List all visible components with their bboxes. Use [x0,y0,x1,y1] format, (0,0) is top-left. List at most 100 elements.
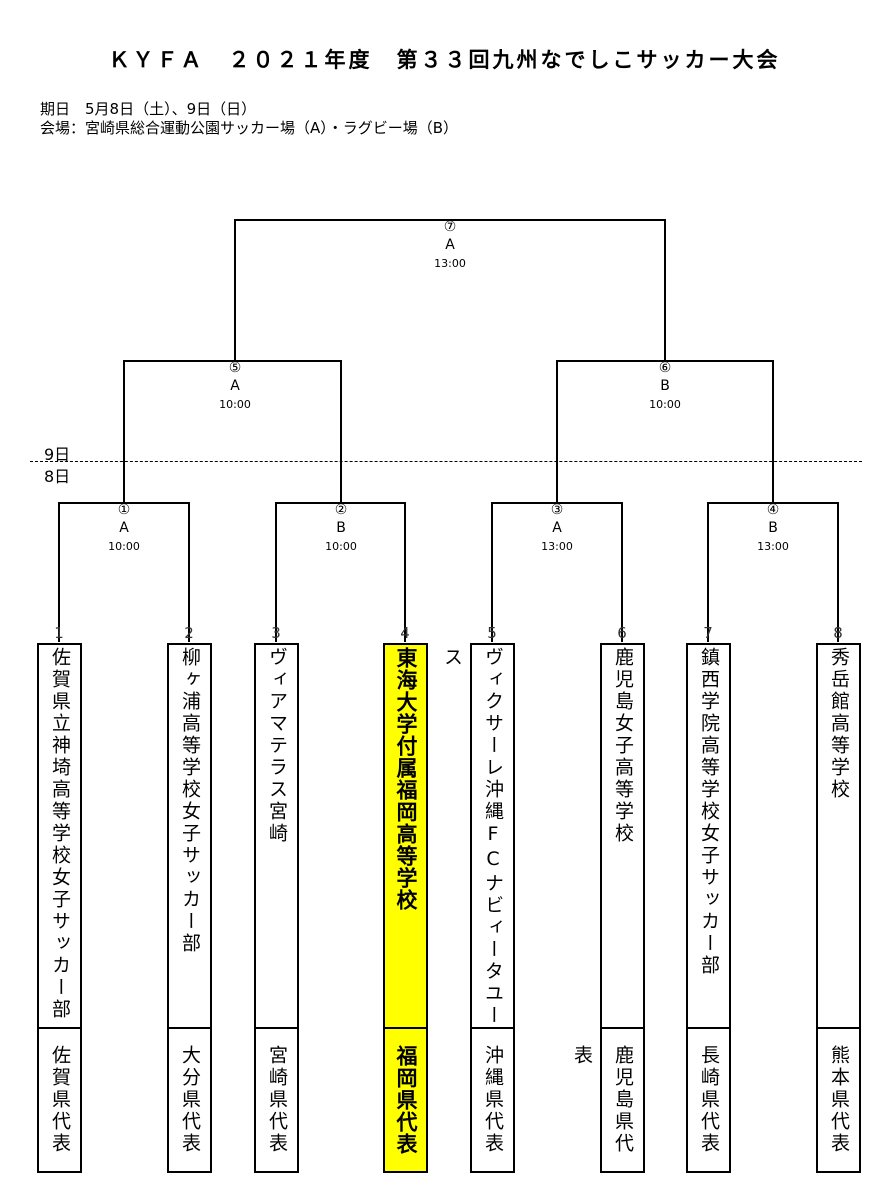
match-field: A [230,378,240,394]
match-field: A [552,520,562,536]
match-field: A [445,237,455,253]
team-prefecture-cell: 福岡県代表 [385,1029,426,1171]
bracket-line [58,502,190,504]
bracket-line [556,360,774,362]
team-prefecture-cell: 佐賀県代表 [39,1029,80,1171]
date-line: 期日 5月8日（土）、9日（日） [40,100,257,118]
team-seed: 3 [271,624,281,642]
match-number: ③ [550,502,564,518]
team-seed: 2 [184,624,194,642]
team-name: 秀岳館高等学校 [828,647,850,801]
match-time: 13:00 [541,540,573,553]
day-label-9: 9日 [44,445,71,464]
team-box: 鎮西学院高等学校女子サッカー部長崎県代表 [686,643,731,1173]
team-name-cell: 柳ヶ浦高等学校女子サッカー部 [169,645,210,1029]
team-prefecture: 佐賀県代表 [49,1045,71,1155]
team-prefecture: 大分県代表 [179,1045,201,1155]
bracket-line [188,502,190,642]
match-time: 13:00 [757,540,789,553]
bracket-line [404,502,406,642]
team-seed: 1 [54,624,64,642]
match-number: ① [117,502,131,518]
team-name-cell: 鹿児島女子高等学校 [602,645,643,1029]
bracket-line [664,219,666,360]
team-box: ヴィアマテラス宮崎宮崎県代表 [254,643,299,1173]
bracket-line [275,502,277,642]
team-seed: 6 [617,624,627,642]
match-number: ⑥ [658,360,672,376]
bracket-line [234,219,236,360]
match-number: ② [334,502,348,518]
match-label: ⑥ B 10:00 [625,361,705,410]
team-box: 柳ヶ浦高等学校女子サッカー部大分県代表 [167,643,212,1173]
team-box: ヴィクサーレ沖縄FCナビィータユース沖縄県代表 [441,643,515,1173]
bracket-line [621,502,623,642]
team-prefecture-cell: 大分県代表 [169,1029,210,1171]
team-seed: 8 [833,624,843,642]
bracket-line [340,360,342,502]
match-field: B [336,520,346,536]
bracket-line [837,502,839,642]
team-name-cell: ヴィアマテラス宮崎 [256,645,297,1029]
match-label: ② B 10:00 [301,503,381,552]
team-name-cell: 鎮西学院高等学校女子サッカー部 [688,645,729,1029]
team-seed: 4 [400,624,410,642]
bracket-line [491,502,623,504]
match-label: ③ A 13:00 [517,503,597,552]
team-prefecture-cell: 沖縄県代表 [472,1029,513,1171]
team-box: 佐賀県立神埼高等学校女子サッカー部佐賀県代表 [37,643,82,1173]
team-prefecture-cell: 鹿児島県代表 [571,1029,643,1171]
match-time: 10:00 [325,540,357,553]
bracket-line [123,360,125,502]
match-number: ⑦ [443,219,457,235]
bracket-line [491,502,493,642]
bracket-line [58,502,60,642]
match-field: A [119,520,129,536]
team-prefecture: 長崎県代表 [698,1045,720,1155]
team-name: 佐賀県立神埼高等学校女子サッカー部 [49,647,71,1021]
team-box: 東海大学付属福岡高等学校福岡県代表 [383,643,428,1173]
team-name: ヴィクサーレ沖縄FCナビィータユース [441,647,504,1027]
match-number: ⑤ [228,360,242,376]
match-label: ⑦ A 13:00 [410,220,490,269]
bracket-line [275,502,406,504]
bracket-line [556,360,558,502]
bracket-line [772,360,774,502]
team-name: ヴィアマテラス宮崎 [266,647,288,845]
team-name-cell: 秀岳館高等学校 [818,645,859,1029]
bracket-line [707,502,839,504]
day-label-8: 8日 [44,467,71,486]
venue-line: 会場：宮崎県総合運動公園サッカー場（A）・ラグビー場（B） [40,119,459,137]
match-label: ④ B 13:00 [733,503,813,552]
team-name-cell: 東海大学付属福岡高等学校 [385,645,426,1029]
team-name-cell: ヴィクサーレ沖縄FCナビィータユース [441,645,513,1029]
match-number: ④ [766,502,780,518]
team-box: 鹿児島女子高等学校鹿児島県代表 [571,643,645,1173]
match-time: 10:00 [108,540,140,553]
team-box: 秀岳館高等学校熊本県代表 [816,643,861,1173]
team-prefecture: 鹿児島県代表 [571,1045,634,1155]
team-prefecture: 宮崎県代表 [266,1045,288,1155]
match-field: B [768,520,778,536]
team-prefecture-cell: 長崎県代表 [688,1029,729,1171]
match-field: B [660,378,670,394]
bracket-line [123,360,342,362]
team-name: 鎮西学院高等学校女子サッカー部 [698,647,720,977]
match-time: 10:00 [219,398,251,411]
team-prefecture: 沖縄県代表 [482,1045,504,1155]
team-name-cell: 佐賀県立神埼高等学校女子サッカー部 [39,645,80,1029]
match-label: ⑤ A 10:00 [195,361,275,410]
team-seed: 5 [487,624,497,642]
team-seed: 7 [703,624,713,642]
page-title: ＫＹＦＡ ２０２１年度 第３３回九州なでしこサッカー大会 [108,48,781,72]
match-time: 10:00 [649,398,681,411]
bracket-line [707,502,709,642]
team-prefecture: 福岡県代表 [394,1045,418,1155]
team-name: 鹿児島女子高等学校 [612,647,634,845]
team-prefecture: 熊本県代表 [828,1045,850,1155]
team-name: 柳ヶ浦高等学校女子サッカー部 [179,647,201,955]
match-label: ① A 10:00 [84,503,164,552]
match-time: 13:00 [434,257,466,270]
team-name: 東海大学付属福岡高等学校 [394,647,418,911]
